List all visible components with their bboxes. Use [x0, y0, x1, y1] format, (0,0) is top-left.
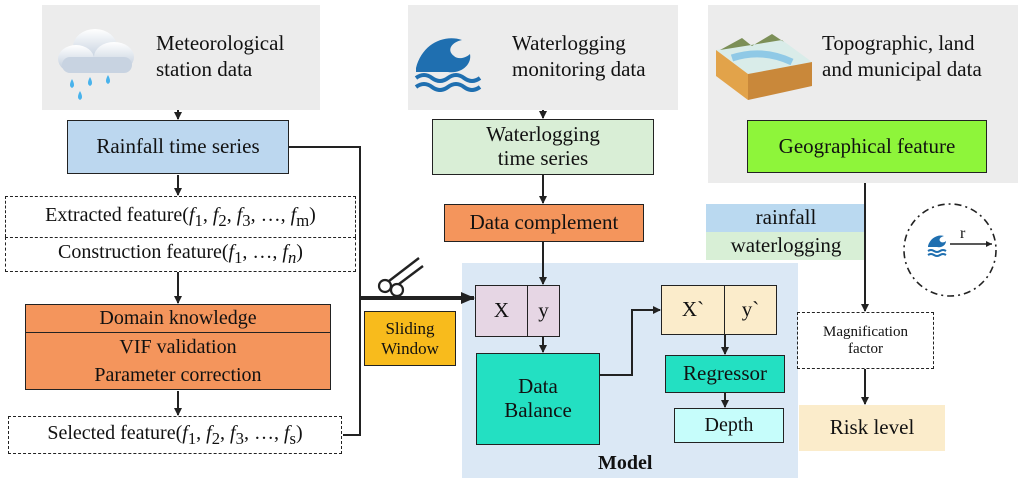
rain-cloud-icon — [58, 29, 134, 100]
topographic-label: Topographic, land and municipal data — [822, 31, 982, 82]
construction-feature-label: Construction feature(f1, …, fn) — [58, 241, 303, 268]
radius-circle — [903, 203, 997, 297]
magnification-factor-box: Magnification factor — [797, 312, 934, 369]
terrain-icon — [716, 34, 812, 100]
extracted-feature-label: Extracted feature(f1, f2, f3, …, fm) — [45, 203, 316, 230]
waterlogging-time-series-box: Waterlogging time series — [432, 119, 654, 175]
risk-level-box: Risk level — [799, 405, 945, 451]
extracted-feature-box: Extracted feature(f1, f2, f3, …, fm) — [5, 196, 356, 237]
small-wave-icon — [927, 235, 947, 257]
domain-knowledge-box: Domain knowledge — [25, 304, 331, 333]
data-complement-box: Data complement — [444, 204, 644, 242]
y-cell: y — [527, 285, 560, 337]
vif-validation-box: VIF validation — [25, 333, 331, 362]
x-cell: X — [475, 285, 528, 337]
y-prime-cell: y` — [724, 285, 777, 335]
regressor-box: Regressor — [665, 355, 785, 393]
parameter-correction-box: Parameter correction — [25, 361, 331, 390]
wave-icon — [414, 38, 482, 92]
selected-feature-box: Selected feature(f1, f2, f3, …, fs) — [8, 416, 342, 454]
waterlogging-bar: waterlogging — [706, 232, 866, 260]
rainfall-time-series-box: Rainfall time series — [67, 120, 289, 174]
selected-feature-label: Selected feature(f1, f2, f3, …, fs) — [47, 421, 303, 448]
sliding-window-box: Sliding Window — [364, 311, 456, 366]
meteorological-label: Meteorological station data — [156, 31, 285, 82]
waterlogging-source-label: Waterlogging monitoring data — [512, 31, 646, 82]
construction-feature-box: Construction feature(f1, …, fn) — [5, 237, 356, 272]
x-prime-cell: X` — [661, 285, 725, 335]
rainfall-bar: rainfall — [706, 204, 866, 232]
geographical-feature-box: Geographical feature — [747, 120, 987, 173]
data-balance-box: Data Balance — [476, 353, 600, 445]
model-label: Model — [598, 452, 653, 474]
depth-box: Depth — [674, 408, 784, 443]
radius-label: r — [960, 225, 966, 242]
